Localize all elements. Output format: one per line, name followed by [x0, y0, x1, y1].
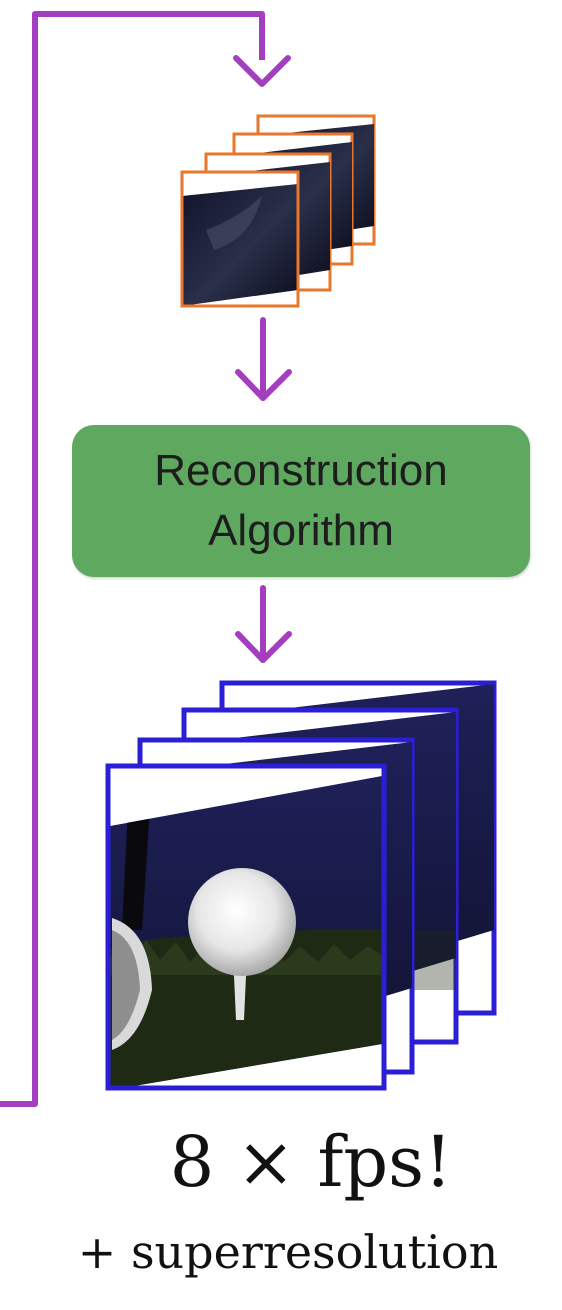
fps-caption: 8 × fps! [169, 1121, 453, 1203]
algorithm-label-line2: Algorithm [208, 506, 394, 555]
golf-tee [224, 960, 256, 1020]
reconstructed-frame-stack [105, 680, 497, 1091]
flow-arrow [235, 585, 292, 663]
reconstruction-algorithm-box: Reconstruction Algorithm [72, 425, 530, 577]
golf-ball-on-tee [188, 868, 296, 976]
flow-arrow [235, 317, 292, 401]
output-frame-front [105, 763, 387, 1091]
down-arrow-icon [233, 55, 291, 87]
down-arrow-icon [235, 369, 292, 401]
feedback-loop [0, 11, 291, 1107]
feedback-loop-line [0, 11, 265, 1107]
down-arrow-icon [235, 631, 292, 663]
superresolution-caption: + superresolution [77, 1225, 499, 1279]
coded-frame-stack [180, 114, 376, 308]
algorithm-label-line1: Reconstruction [154, 446, 448, 495]
coded-frame [180, 170, 300, 308]
